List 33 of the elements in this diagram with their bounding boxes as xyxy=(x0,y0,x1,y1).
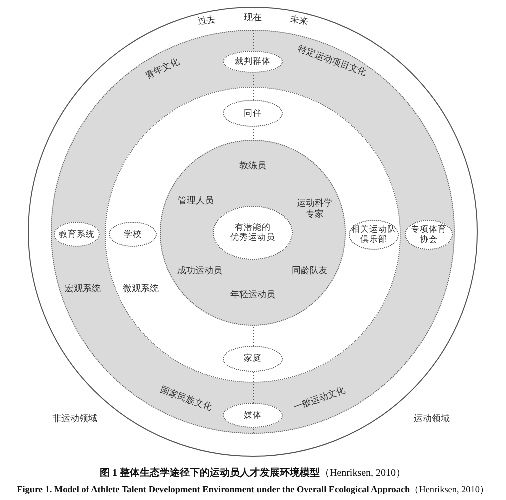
ring-label: 宏观系统 xyxy=(65,284,101,296)
node-label: 同伴 xyxy=(244,108,262,118)
domain-label: 非运动领域 xyxy=(52,414,98,426)
domain-label: 运动领域 xyxy=(414,414,450,426)
node-label: 媒体 xyxy=(244,410,262,420)
time-label: 未来 xyxy=(289,15,309,29)
ring-label: 青年文化 xyxy=(144,57,182,83)
time-label: 过去 xyxy=(197,15,217,29)
role-label: 教练员 xyxy=(240,162,266,172)
ring-label: 国家民族文化 xyxy=(158,386,214,414)
role-label: 成功运动员 xyxy=(178,266,222,278)
dotted-ellipse xyxy=(223,51,283,73)
figure-caption: 图 1 整体生态学途径下的运动员人才发展环境模型（Henriksen, 2010） xyxy=(100,466,406,480)
role-label: 运动科学专家 xyxy=(297,199,333,221)
dotted-ellipse xyxy=(349,220,399,250)
ring-label: 一般运动文化 xyxy=(292,386,348,414)
node-label: 教育系统 xyxy=(59,230,95,240)
role-label: 管理人员 xyxy=(178,196,214,208)
node-label: 有潜能的优秀运动员 xyxy=(230,223,276,243)
node-label: 裁判群体 xyxy=(235,57,271,67)
node-label: 专项体育协会 xyxy=(411,225,447,245)
figure-caption: Figure 1. Model of Athlete Talent Development Environment under the Overall Ecological Approach（Henriksen, 2010） xyxy=(17,484,489,496)
ring-label: 微观系统 xyxy=(123,284,159,296)
dotted-ellipse xyxy=(109,222,157,247)
node-label: 家庭 xyxy=(244,354,262,364)
ring-label: 特定运动项目文化 xyxy=(296,44,368,80)
role-label: 同龄队友 xyxy=(292,266,328,278)
node-label: 相关运动队俱乐部 xyxy=(352,225,396,245)
dotted-ellipse xyxy=(405,220,453,250)
node-label: 学校 xyxy=(124,230,142,240)
time-label: 现在 xyxy=(244,14,262,24)
dotted-ellipse xyxy=(54,222,100,247)
role-label: 年轻运动员 xyxy=(230,290,276,302)
